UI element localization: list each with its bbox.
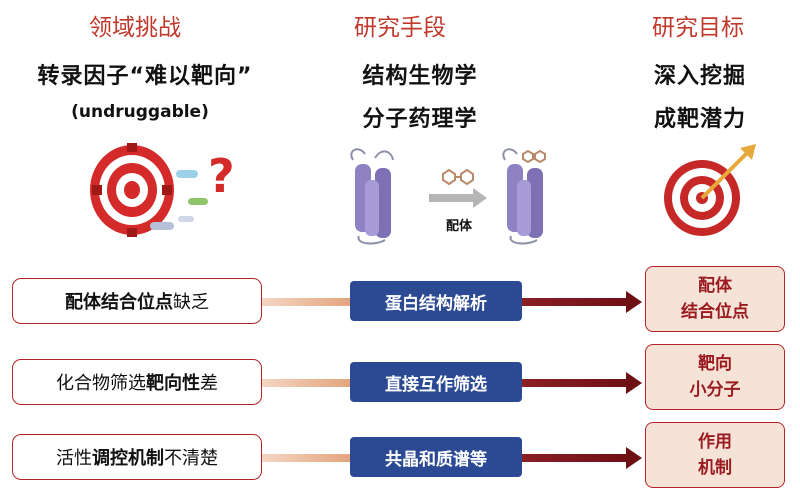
row1-arrow [522, 298, 630, 306]
challenge-line1: 转录因子“难以靶向” [37, 64, 253, 89]
header-domain-challenge: 领域挑战 [89, 15, 181, 41]
row2-arrow [522, 379, 630, 387]
row3-arrow [522, 454, 630, 462]
ligand-label: 配体 [446, 218, 473, 234]
row2-post-text: 差 [200, 373, 218, 394]
goal-box-binding-site: 配体 结合位点 [645, 266, 785, 332]
method-box-cocrystal-ms: 共晶和质谱等 [350, 437, 522, 477]
goal2-line1: 靶向 [698, 354, 732, 374]
goal-box-mechanism: 作用 机制 [645, 422, 785, 488]
row2-arrow-head-icon [626, 372, 642, 394]
row2-connector [262, 379, 350, 387]
header-research-methods: 研究手段 [354, 15, 446, 41]
method-box-direct-screening: 直接互作筛选 [350, 362, 522, 402]
row2-bold-text: 靶向性 [146, 373, 200, 394]
row3-connector [262, 454, 350, 462]
row3-bold-text: 调控机制 [92, 448, 164, 469]
pill-icon [150, 170, 208, 230]
goal3-line1: 作用 [698, 432, 732, 452]
goals-line2: 成靶潜力 [653, 107, 746, 132]
row1-bold-text: 配体结合位点 [65, 292, 173, 313]
undruggable-target-illustration: ? [90, 143, 235, 237]
protein-complex-icon [502, 148, 546, 245]
goal3-line2: 机制 [698, 458, 732, 478]
challenge-row-targeting: 化合物筛选靶向性差 [12, 359, 262, 405]
row3-post-text: 不清楚 [164, 448, 218, 469]
goal2-line2: 小分子 [689, 380, 741, 400]
row1-arrow-head-icon [626, 291, 642, 313]
question-mark-icon: ? [208, 149, 235, 203]
row1-normal-text: 缺乏 [173, 292, 209, 313]
goals-line1: 深入挖掘 [653, 64, 746, 89]
process-arrow-icon [429, 188, 487, 208]
row3-pre-text: 活性 [56, 448, 92, 469]
methods-line1: 结构生物学 [362, 64, 478, 89]
header-research-goals: 研究目标 [652, 15, 744, 41]
protein-helix-icon [350, 148, 394, 245]
target-disc-icon [90, 143, 174, 237]
challenge-row-mechanism: 活性调控机制不清楚 [12, 434, 262, 480]
bullseye-arrow-icon [664, 144, 756, 236]
row1-connector [262, 298, 350, 306]
goal1-line2: 结合位点 [681, 302, 749, 322]
methods-line2: 分子药理学 [362, 107, 478, 132]
goal-box-small-molecule: 靶向 小分子 [645, 344, 785, 410]
method-box-structure-analysis: 蛋白结构解析 [350, 281, 522, 321]
goal1-line1: 配体 [698, 276, 732, 296]
protein-ligand-illustration: 配体 [350, 148, 546, 245]
ligand-icon [442, 168, 474, 186]
row2-pre-text: 化合物筛选 [56, 373, 146, 394]
challenge-row-binding-site: 配体结合位点缺乏 [12, 278, 262, 324]
row3-arrow-head-icon [626, 447, 642, 469]
challenge-line2: (undruggable) [71, 102, 209, 122]
